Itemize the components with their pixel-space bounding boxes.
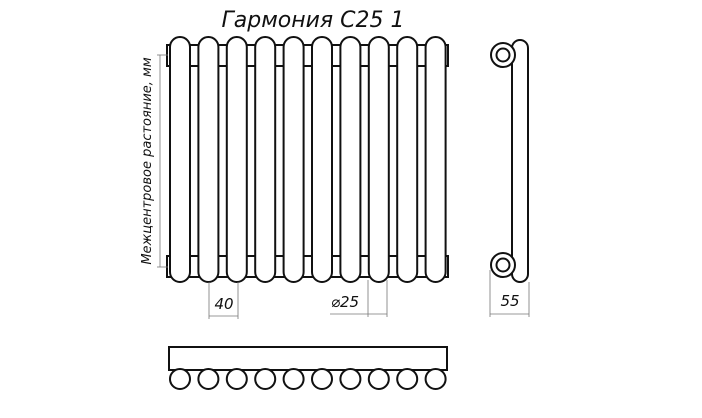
section-tube xyxy=(169,36,191,283)
plan-tube-circle xyxy=(169,368,191,390)
section-tube xyxy=(396,36,419,283)
section-tube xyxy=(367,36,390,283)
section-tube xyxy=(311,36,333,283)
center-distance-label: Межцентровое растояние, мм xyxy=(140,57,155,265)
plan-tube-circle xyxy=(424,368,447,390)
diameter-label: ⌀25 xyxy=(331,293,359,311)
plan-tube-circle xyxy=(311,368,333,390)
plan-tube-circle xyxy=(367,368,390,390)
plan-collector xyxy=(168,346,448,371)
section-tube xyxy=(339,36,362,283)
section-tube xyxy=(197,36,220,283)
plan-tube-circle xyxy=(225,368,248,390)
plan-tube-circle xyxy=(339,368,362,390)
depth-label: 55 xyxy=(500,292,519,310)
side-view xyxy=(490,39,529,283)
section-tube xyxy=(225,36,248,283)
drawing-title: Гармония С25 1 xyxy=(221,8,404,33)
section-tube xyxy=(254,36,277,283)
pitch-label: 40 xyxy=(214,295,233,313)
top-pipe-inner xyxy=(495,47,511,63)
bottom-pipe-inner xyxy=(495,257,511,273)
plan-tube-circle xyxy=(282,368,305,390)
plan-tube-circle xyxy=(197,368,220,390)
front-view xyxy=(166,36,449,283)
plan-view xyxy=(168,346,448,390)
section-tube xyxy=(424,36,447,283)
side-tube xyxy=(511,39,529,283)
plan-tube-circle xyxy=(254,368,277,390)
section-tube xyxy=(282,36,305,283)
plan-tube-circle xyxy=(396,368,419,390)
